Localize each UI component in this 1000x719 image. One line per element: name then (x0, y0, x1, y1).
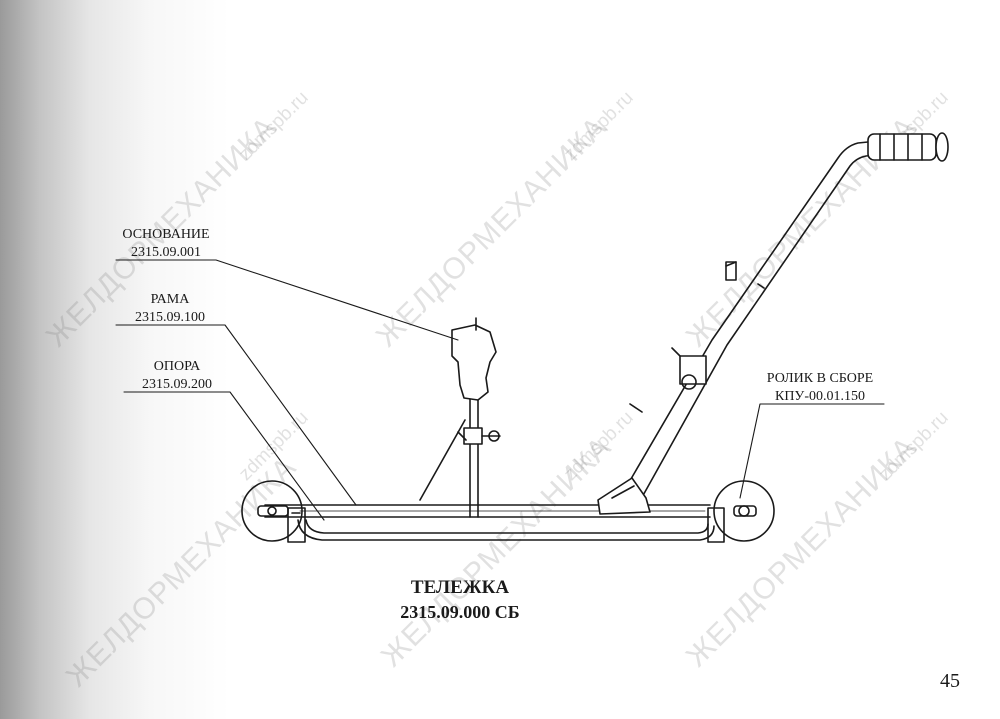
drawing-title-code: 2315.09.000 СБ (400, 602, 520, 622)
callout-rama-name: РАМА (150, 292, 190, 307)
drawing-title: ТЕЛЕЖКА 2315.09.000 СБ (330, 576, 590, 624)
handle (597, 132, 949, 515)
callout-opora: ОПОРА 2315.09.200 (124, 358, 230, 394)
callout-opora-name: ОПОРА (153, 359, 201, 374)
callout-rolik: РОЛИК В СБОРЕ КПУ-00.01.150 (754, 370, 886, 406)
callout-rama-code: 2315.09.100 (135, 310, 205, 325)
callout-rolik-code: КПУ-00.01.150 (774, 389, 866, 404)
callout-opora-code: 2315.09.200 (142, 377, 212, 392)
base-osnovanie (419, 317, 501, 518)
leader-lines (115, 259, 885, 521)
callout-rolik-name: РОЛИК В СБОРЕ (766, 371, 874, 386)
left-roller (241, 480, 306, 543)
callout-rama: РАМА 2315.09.100 (116, 291, 224, 327)
callout-osnovanie: ОСНОВАНИЕ 2315.09.001 (116, 226, 216, 262)
right-roller (707, 480, 775, 543)
callout-osnovanie-code: 2315.09.001 (131, 245, 201, 260)
page-number: 45 (940, 670, 960, 692)
drawing-title-name: ТЕЛЕЖКА (410, 577, 510, 598)
callout-osnovanie-name: ОСНОВАНИЕ (122, 227, 210, 242)
